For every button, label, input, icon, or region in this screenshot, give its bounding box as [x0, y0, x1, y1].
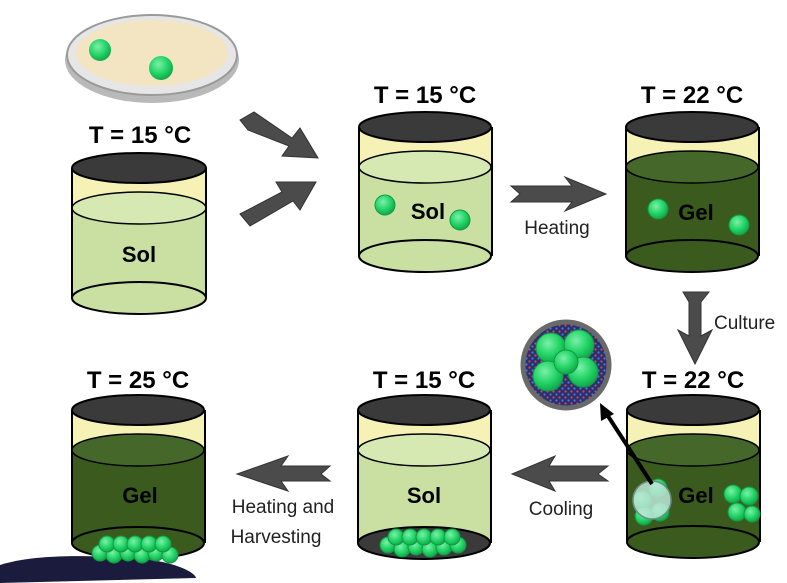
arrow-dish-to-sol [239, 111, 319, 159]
step-harvest-line2: Harvesting [231, 527, 322, 548]
zoom-pointer-arrow [600, 403, 654, 486]
cooling-arrow [510, 454, 610, 493]
beaker-gel-harvested [0, 394, 206, 583]
harvested-spheroids [91, 535, 179, 564]
beaker-sol-initial [71, 152, 207, 315]
heating-arrow [509, 175, 608, 213]
beaker-gel-cultured [626, 394, 761, 559]
temp-label-4: T = 22 °C [642, 367, 744, 394]
state-label-1: Sol [122, 242, 156, 267]
state-label-3: Gel [678, 200, 713, 225]
arrow-sol-to-sol [239, 181, 317, 227]
state-label-5: Sol [407, 483, 441, 508]
state-label-6: Gel [122, 483, 157, 508]
magnifier-highlight [632, 480, 672, 520]
beaker-sol-cooled [357, 394, 492, 560]
beaker-gel-22 [625, 111, 760, 273]
spheroid-zoom-inset [520, 319, 612, 411]
temp-label-3: T = 22 °C [641, 82, 743, 109]
harvest-arrow [235, 455, 332, 492]
state-label-4: Gel [678, 483, 713, 508]
step-harvest-line1: Heating and [232, 497, 334, 518]
settled-spheroids [379, 528, 467, 558]
cell [449, 209, 471, 231]
harvest-pipette [0, 556, 196, 583]
cell [728, 214, 750, 236]
cell-colony [149, 56, 173, 80]
petri-dish [65, 14, 239, 103]
temp-label-2: T = 15 °C [374, 82, 476, 109]
culture-arrow [676, 291, 714, 366]
cell [647, 198, 669, 220]
beaker-sol-with-cells [358, 111, 493, 273]
cell [374, 194, 396, 216]
state-label-2: Sol [411, 199, 445, 224]
temp-label-6: T = 25 °C [87, 367, 189, 394]
cell-colony [89, 39, 111, 61]
spheroid-right [723, 484, 761, 523]
step-cooling: Cooling [529, 499, 593, 520]
temp-label-5: T = 15 °C [373, 367, 475, 394]
step-culture: Culture [714, 313, 775, 334]
temp-label-1: T = 15 °C [89, 122, 191, 149]
step-heating: Heating [524, 218, 590, 239]
